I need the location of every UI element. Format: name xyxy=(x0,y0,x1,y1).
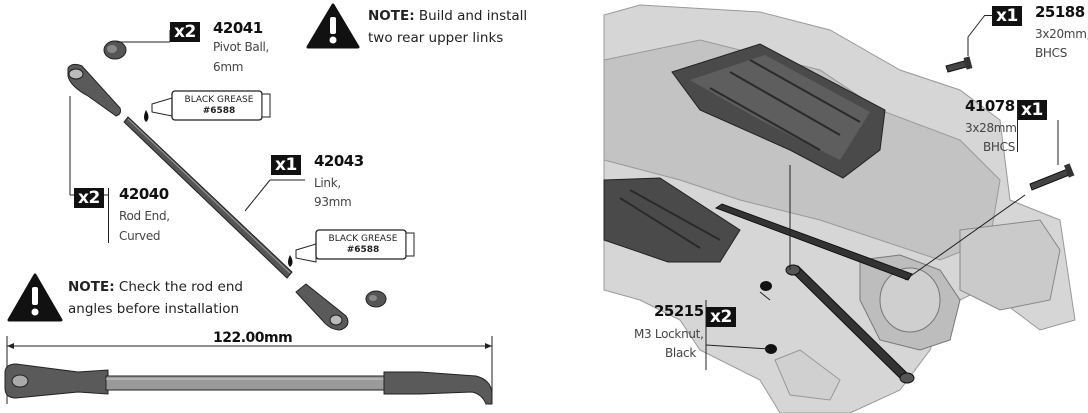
pivot-ball-part xyxy=(365,290,387,308)
note-text: two rear upper links xyxy=(368,30,504,46)
note-text: Build and install xyxy=(418,8,528,24)
part-number: 42040 xyxy=(119,185,169,203)
part-number: 25188 xyxy=(1035,3,1085,21)
quantity-badge: x1 xyxy=(271,155,301,175)
link-template-full-size xyxy=(4,363,493,405)
grease-label: BLACK GREASE #6588 xyxy=(178,95,260,117)
part-description: Black xyxy=(665,346,696,360)
part-description: Link, xyxy=(314,176,341,190)
grease-name: BLACK GREASE xyxy=(184,95,254,105)
note-label: NOTE: xyxy=(68,279,115,295)
pivot-ball-part xyxy=(103,40,127,60)
part-number: 42043 xyxy=(314,152,364,170)
note-label: NOTE: xyxy=(368,8,415,24)
grease-tube xyxy=(151,90,271,121)
note-build-links: NOTE: Build and install two rear upper l… xyxy=(368,5,527,49)
part-number: 42041 xyxy=(213,19,263,37)
grease-label: BLACK GREASE #6588 xyxy=(322,234,404,256)
part-description: BHCS xyxy=(1035,46,1068,60)
dimension-label: 122.00mm xyxy=(213,330,293,346)
grease-drop-icon xyxy=(144,110,149,122)
part-description: Pivot Ball, xyxy=(213,40,270,54)
leader-line xyxy=(244,179,271,212)
quantity-badge: x2 xyxy=(74,188,104,208)
part-number: 41078 xyxy=(965,97,1015,115)
part-description: 3x20mm, xyxy=(1035,27,1088,41)
part-description: M3 Locknut, xyxy=(634,327,704,341)
part-description: Curved xyxy=(119,229,161,243)
rod-end-part xyxy=(67,63,121,117)
quantity-badge: x2 xyxy=(170,22,200,42)
note-text: angles before installation xyxy=(68,301,240,317)
note-rod-end-angles: NOTE: Check the rod end angles before in… xyxy=(68,276,243,320)
part-description: 3x28mm xyxy=(965,121,1017,135)
part-description: Rod End, xyxy=(119,209,170,223)
grease-tube xyxy=(295,229,415,263)
rod-end-part xyxy=(295,283,349,331)
warning-icon xyxy=(306,3,360,49)
quantity-badge: x2 xyxy=(706,307,736,327)
link-rod-part xyxy=(123,116,293,279)
note-text: Check the rod end xyxy=(118,279,243,295)
grease-drop-icon xyxy=(288,255,293,267)
grease-name: BLACK GREASE xyxy=(328,234,398,244)
part-description: 93mm xyxy=(314,195,352,209)
part-number: 25215 xyxy=(654,302,704,320)
quantity-badge: x1 xyxy=(1017,100,1047,120)
grease-number: #6588 xyxy=(202,106,236,116)
warning-icon xyxy=(7,273,63,322)
grease-number: #6588 xyxy=(346,245,380,255)
quantity-badge: x1 xyxy=(992,6,1022,26)
part-description: BHCS xyxy=(983,140,1016,154)
part-description: 6mm xyxy=(213,60,244,74)
